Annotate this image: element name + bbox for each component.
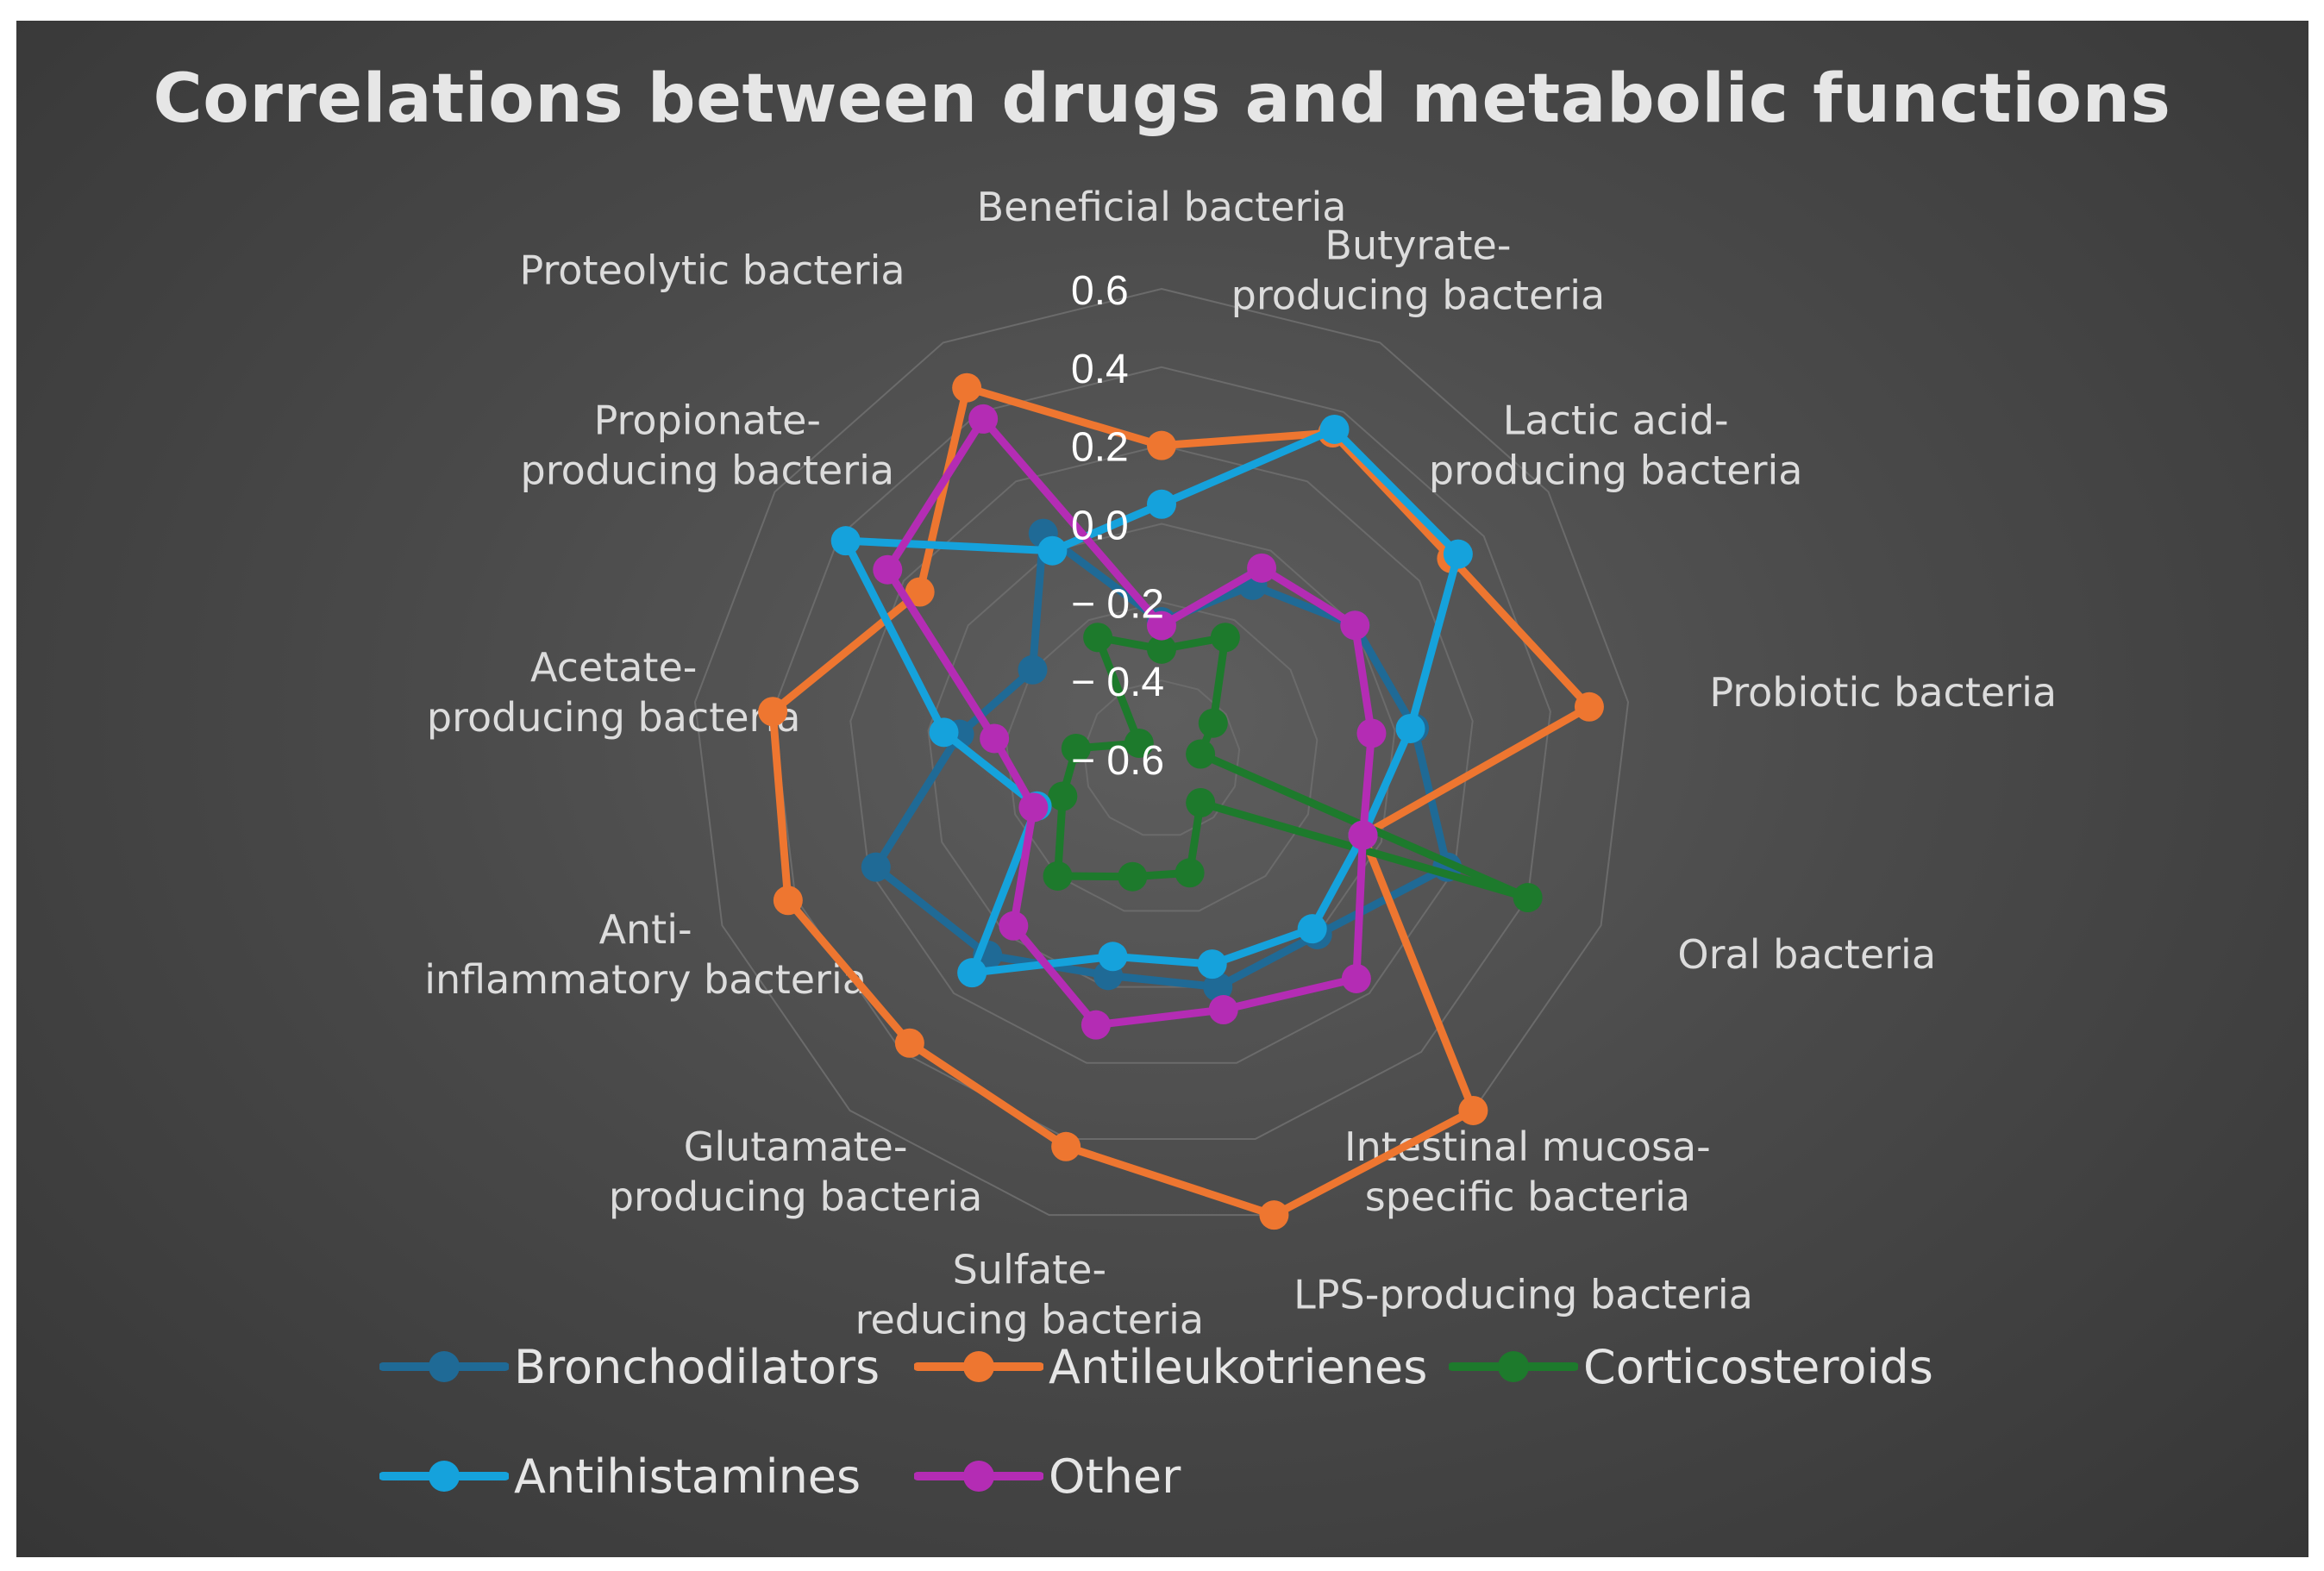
category-label-7: Sulfate-reducing bacteria xyxy=(855,1246,1205,1343)
series-line-1 xyxy=(768,384,1594,1219)
category-label-1: Butyrate-producing bacteria xyxy=(1231,222,1606,318)
data-point-2-10 xyxy=(1061,733,1091,763)
data-point-2-3 xyxy=(1186,739,1216,769)
category-label-5: Intestinal mucosa-specific bacteria xyxy=(1344,1123,1711,1220)
tick-label-0: 0.6 xyxy=(1071,268,1129,314)
data-point-1-0 xyxy=(1147,430,1176,460)
category-label-10: Acetate-producing bacteria xyxy=(427,644,801,741)
legend-label: Bronchodilators xyxy=(514,1339,880,1394)
tick-label-4: − 0.2 xyxy=(1071,581,1164,627)
data-point-3-7 xyxy=(1098,942,1128,972)
data-point-4-12 xyxy=(968,404,999,434)
category-label-0: Beneficial bacteria xyxy=(977,184,1347,230)
data-point-2-6 xyxy=(1175,858,1205,888)
tick-label-3: 0.0 xyxy=(1071,504,1129,549)
data-point-2-11 xyxy=(1124,728,1154,758)
data-point-3-11 xyxy=(830,526,861,556)
data-point-0-9 xyxy=(861,852,891,882)
data-point-2-4 xyxy=(1513,883,1543,913)
data-point-3-10 xyxy=(929,717,959,748)
category-label-2: Lactic acid-producing bacteria xyxy=(1429,397,1803,493)
legend-label: Antihistamines xyxy=(514,1449,861,1504)
legend-item: Other xyxy=(914,1446,1181,1506)
legend-item: Antihistamines xyxy=(379,1446,861,1506)
data-point-1-12 xyxy=(952,372,982,403)
legend-swatch xyxy=(379,1461,509,1492)
data-point-2-0 xyxy=(1147,634,1176,664)
chart-background xyxy=(16,21,2308,1557)
data-point-1-10 xyxy=(758,697,788,727)
data-point-0-6 xyxy=(1203,972,1233,1002)
data-point-1-3 xyxy=(1574,692,1604,722)
data-point-1-5 xyxy=(1458,1095,1488,1125)
data-point-3-0 xyxy=(1147,489,1176,519)
data-point-3-5 xyxy=(1297,914,1327,944)
category-label-12: Proteolytic bacteria xyxy=(519,247,905,293)
category-label-11: Propionate-producing bacteria xyxy=(521,397,895,493)
data-point-1-8 xyxy=(894,1028,924,1058)
series-line-3 xyxy=(842,425,1463,977)
legend-label: Corticosteroids xyxy=(1583,1339,1933,1394)
legend-swatch xyxy=(914,1351,1043,1382)
data-point-4-3 xyxy=(1356,718,1387,748)
data-point-4-0 xyxy=(1147,610,1176,641)
grid-ring-1 xyxy=(772,366,1551,1140)
data-point-3-2 xyxy=(1443,539,1473,569)
data-point-0-11 xyxy=(1018,654,1048,685)
data-point-4-10 xyxy=(980,723,1010,754)
data-point-4-8 xyxy=(999,911,1029,941)
data-point-1-7 xyxy=(1051,1131,1081,1161)
category-label-9: Anti-inflammatory bacteria xyxy=(424,906,867,1003)
legend-swatch xyxy=(914,1461,1043,1492)
data-point-3-12 xyxy=(1037,535,1068,566)
legend-item: Antileukotrienes xyxy=(914,1336,1427,1397)
grid-ring-2 xyxy=(849,444,1474,1064)
data-point-4-2 xyxy=(1340,610,1370,641)
legend-swatch xyxy=(1449,1351,1578,1382)
data-point-4-9 xyxy=(1018,792,1049,823)
data-point-4-11 xyxy=(873,554,903,585)
tick-label-2: 0.2 xyxy=(1071,425,1129,471)
tick-label-5: − 0.4 xyxy=(1071,660,1164,705)
tick-label-1: 0.4 xyxy=(1071,347,1129,392)
data-point-2-1 xyxy=(1210,623,1240,653)
legend-item: Bronchodilators xyxy=(379,1336,880,1397)
grid-ring-5 xyxy=(1082,679,1241,836)
legend-swatch xyxy=(379,1351,509,1382)
data-point-1-9 xyxy=(773,886,803,916)
category-label-4: Oral bacteria xyxy=(1677,931,1936,978)
series-line-0 xyxy=(872,529,1451,992)
data-point-2-12 xyxy=(1083,623,1113,653)
category-label-6: LPS-producing bacteria xyxy=(1294,1271,1753,1318)
tick-label-6: − 0.6 xyxy=(1071,738,1164,784)
legend-item: Corticosteroids xyxy=(1449,1336,1933,1397)
category-label-8: Glutamate-producing bacteria xyxy=(609,1123,983,1220)
data-point-1-6 xyxy=(1259,1200,1289,1230)
data-point-4-6 xyxy=(1208,995,1238,1025)
data-point-3-1 xyxy=(1319,414,1350,444)
series-line-4 xyxy=(883,415,1375,1030)
data-point-2-9 xyxy=(1048,781,1078,811)
chart-title: Correlations between drugs and metabolic… xyxy=(153,60,2171,138)
data-point-4-4 xyxy=(1348,820,1378,850)
data-point-1-11 xyxy=(905,577,935,607)
legend-label: Other xyxy=(1049,1449,1181,1504)
data-point-4-5 xyxy=(1341,963,1371,993)
grid-ring-0 xyxy=(693,287,1630,1217)
legend-label: Antileukotrienes xyxy=(1049,1339,1428,1394)
data-point-2-5 xyxy=(1186,787,1216,817)
category-label-3: Probiotic bacteria xyxy=(1709,669,2057,716)
data-point-2-2 xyxy=(1198,708,1228,738)
data-point-4-1 xyxy=(1247,553,1277,583)
data-point-2-8 xyxy=(1043,861,1073,891)
data-point-4-7 xyxy=(1081,1010,1111,1040)
data-point-3-3 xyxy=(1395,713,1425,743)
data-point-2-7 xyxy=(1118,861,1148,892)
data-point-3-8 xyxy=(957,958,987,988)
data-point-3-6 xyxy=(1197,949,1227,980)
